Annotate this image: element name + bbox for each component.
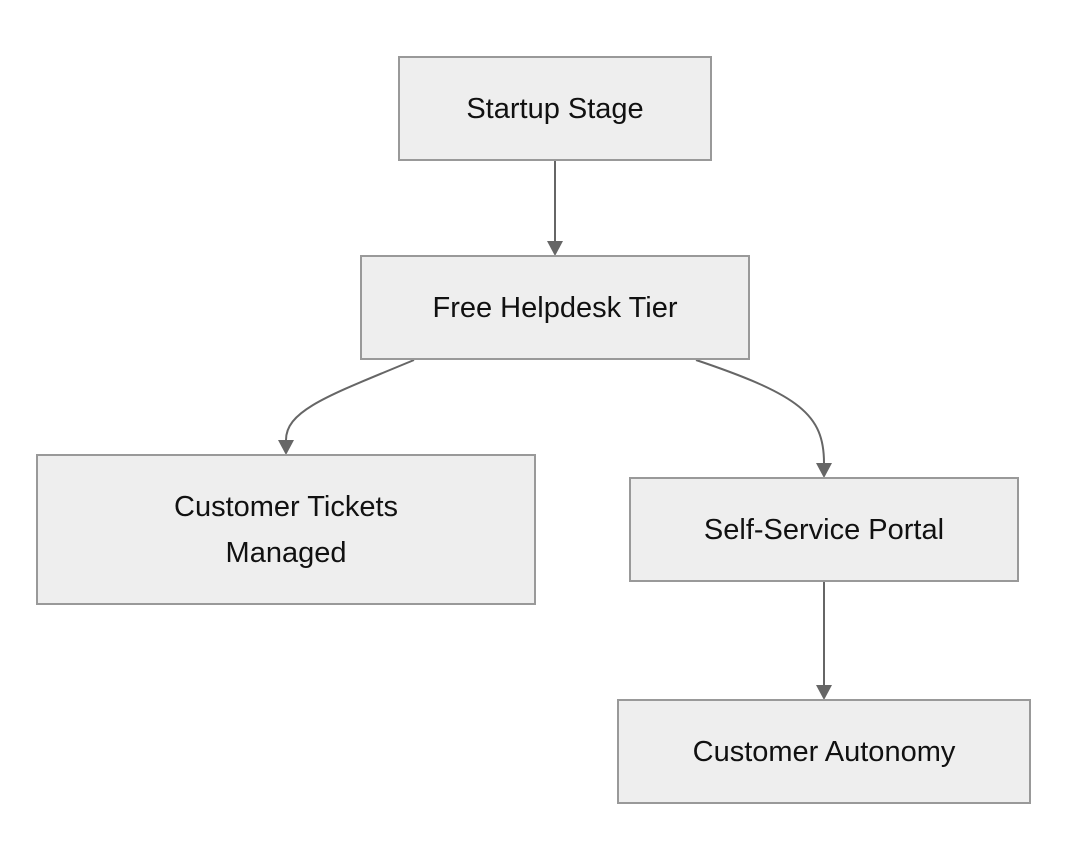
node-self-service-portal: Self-Service Portal [629,477,1019,582]
arrowhead-icon [278,440,294,455]
arrowhead-icon [547,241,563,256]
node-label: Customer Tickets Managed [174,490,398,569]
node-startup-stage: Startup Stage [398,56,712,161]
edge-helpdesk-to-portal [695,359,825,464]
arrowhead-icon [816,685,832,700]
node-label: Customer Autonomy [692,735,956,768]
node-customer-autonomy: Customer Autonomy [617,699,1031,804]
node-label: Free Helpdesk Tier [432,291,678,324]
edge-helpdesk-to-tickets [285,359,415,441]
node-free-helpdesk-tier: Free Helpdesk Tier [360,255,750,360]
node-customer-tickets-managed: Customer Tickets Managed [36,454,536,605]
arrowhead-icon [816,463,832,478]
node-label: Startup Stage [466,92,644,125]
node-label: Self-Service Portal [703,513,945,546]
